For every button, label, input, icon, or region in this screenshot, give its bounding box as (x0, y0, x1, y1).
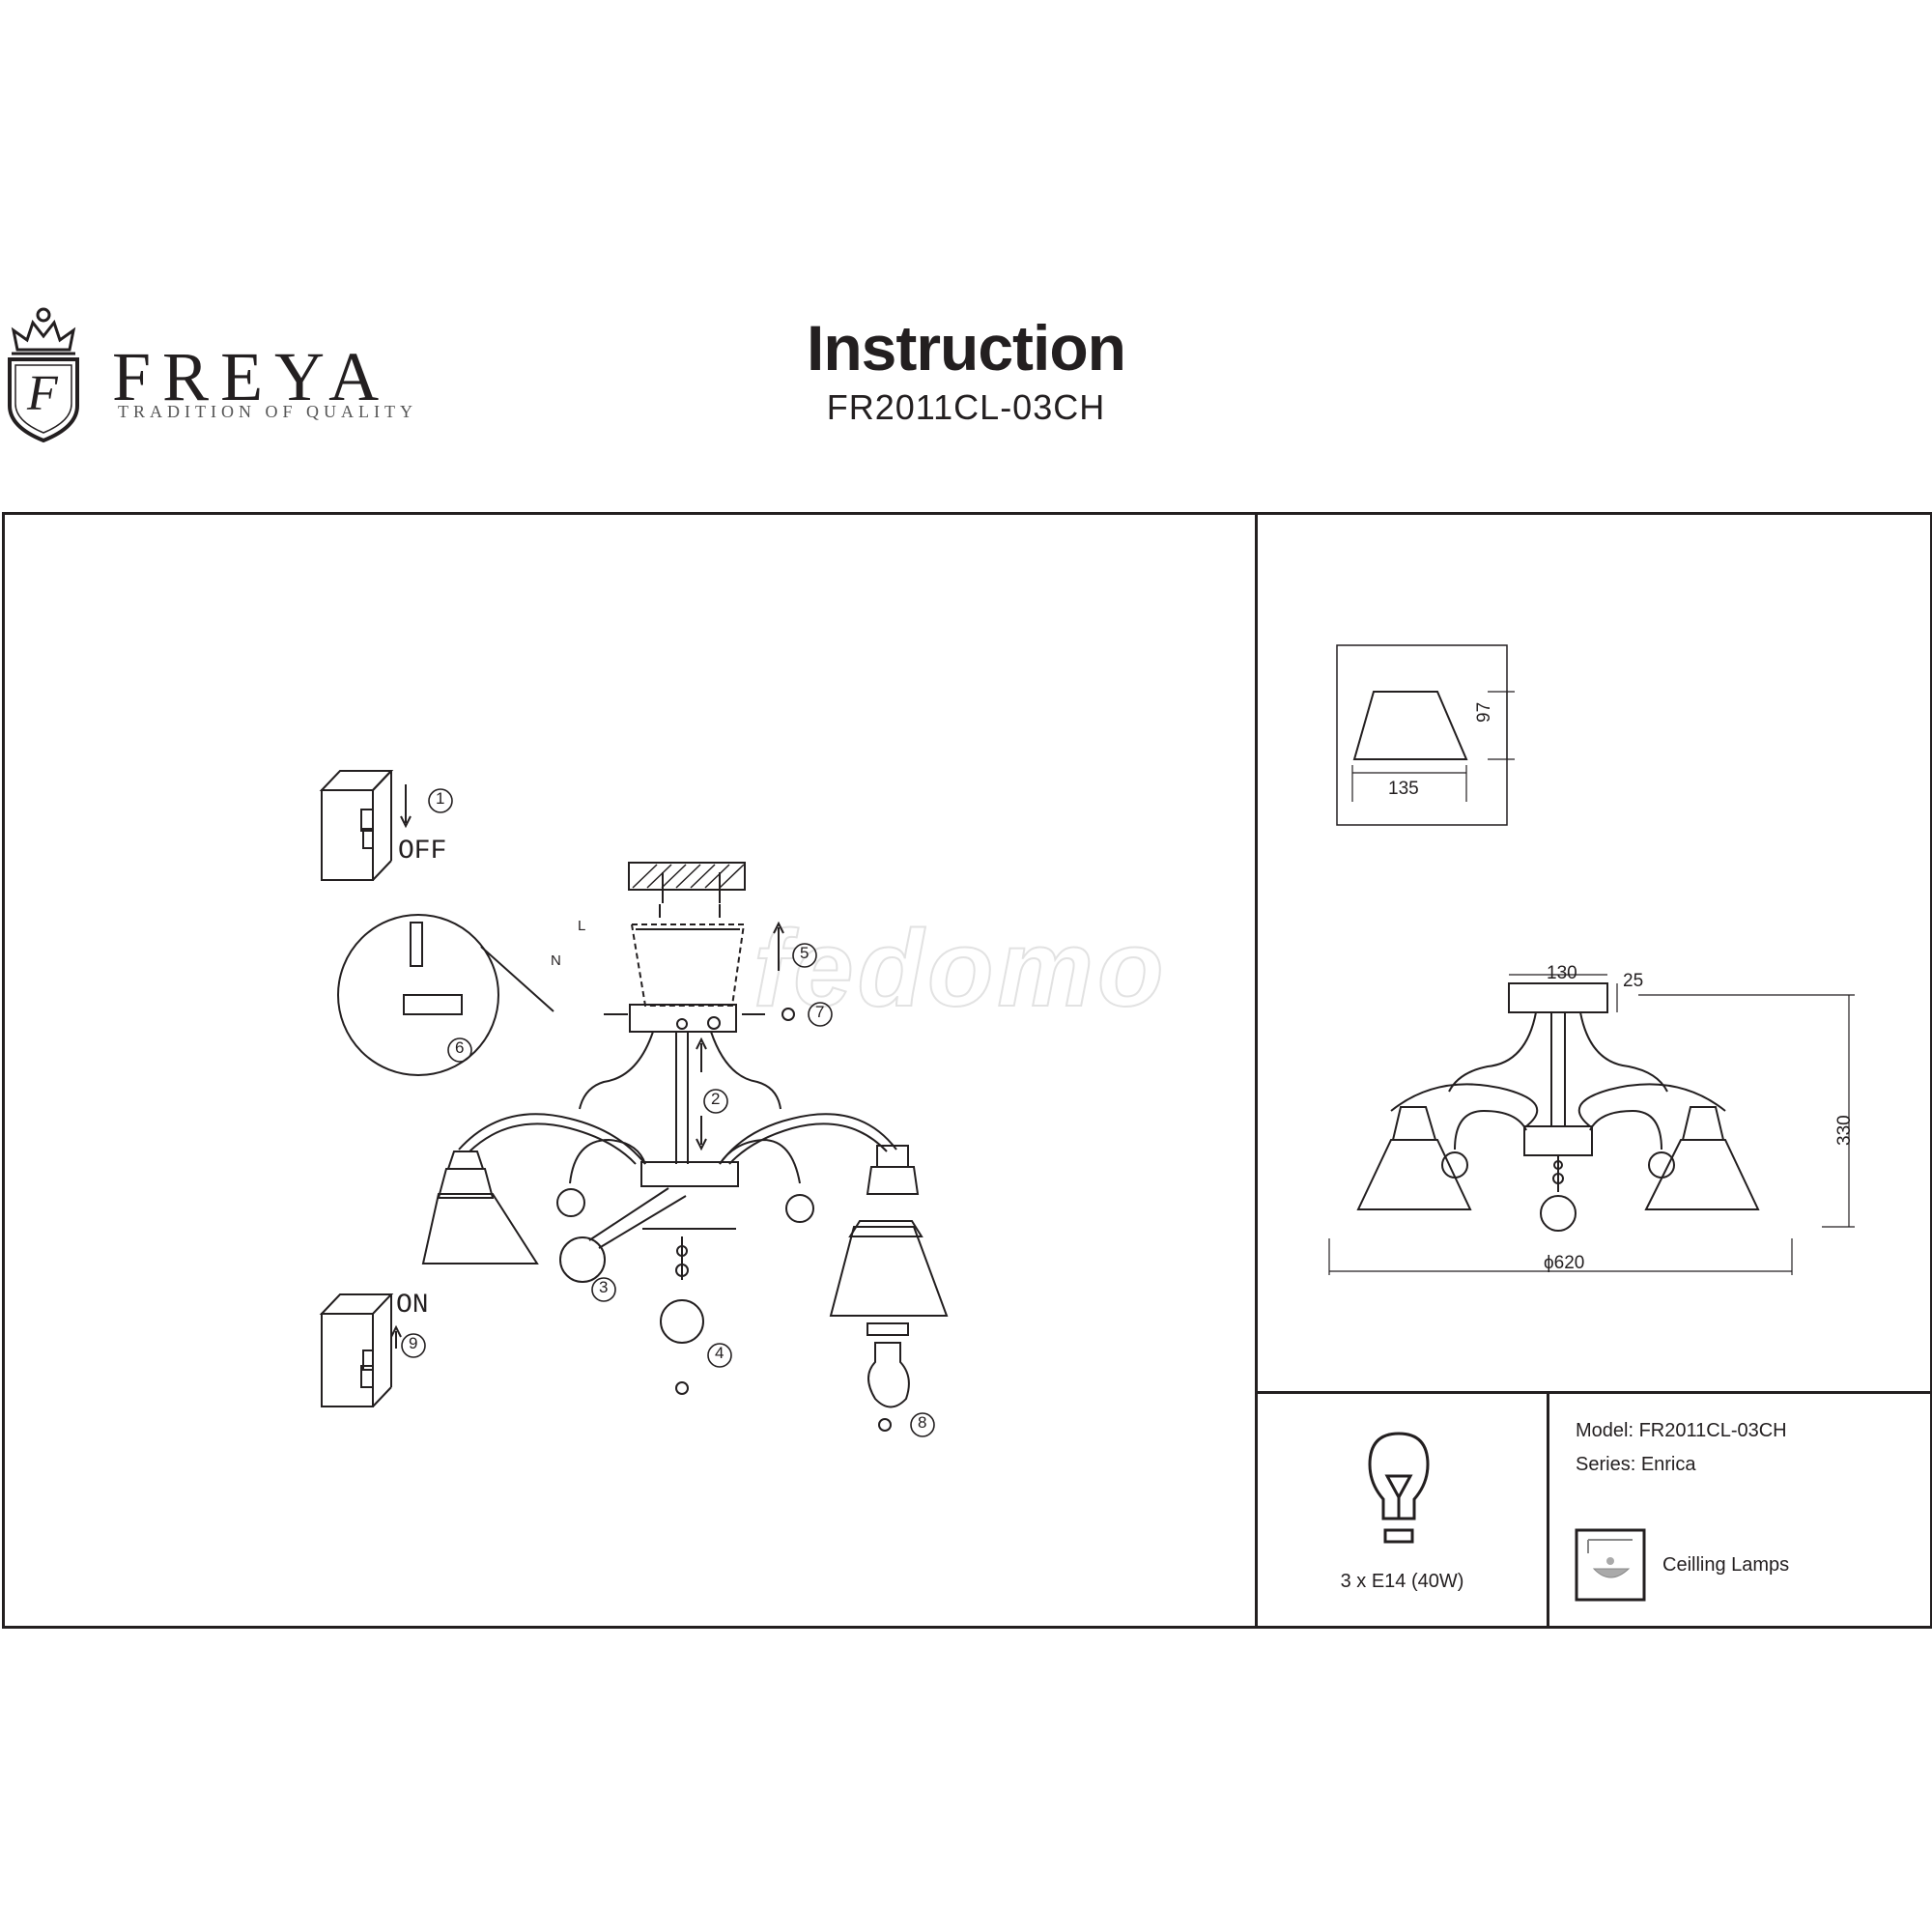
step-8-label: 8 (918, 1413, 927, 1432)
watermark: fedomo (753, 907, 1168, 1030)
step-2-label: 2 (711, 1090, 721, 1108)
logo-letter: F (27, 366, 58, 421)
switch-on-label: ON (396, 1291, 429, 1321)
switch-on-icon (319, 1293, 402, 1407)
model-value: FR2011CL-03CH (1638, 1420, 1787, 1441)
bulb-spec: 3 x E14 (40W) (1340, 1571, 1464, 1592)
series-label: Series: (1576, 1454, 1636, 1475)
shade-width-dimension: 135 (1388, 779, 1419, 799)
assembly-diagram (319, 770, 949, 1437)
specs-panel (1547, 1391, 1932, 1629)
total-height-dimension: 330 (1834, 1115, 1855, 1146)
page-title: Instruction (807, 312, 1126, 384)
page-subtitle-model: FR2011CL-03CH (826, 387, 1106, 427)
step-4-label: 4 (715, 1344, 724, 1362)
model-label: Model: (1576, 1420, 1634, 1441)
bulb-icon (1368, 1432, 1430, 1544)
brand-tagline: TRADITION OF QUALITY (118, 402, 417, 421)
ceiling-lamp-icon (1575, 1528, 1646, 1602)
step-6-label: 6 (455, 1038, 465, 1057)
step-5-label: 5 (800, 944, 810, 962)
model-row: Model: FR2011CL-03CH (1576, 1420, 1787, 1442)
shade-height-dimension: 97 (1474, 701, 1494, 723)
step-9-label: 9 (409, 1334, 418, 1352)
switch-off-icon (319, 770, 412, 881)
crest-icon (8, 307, 79, 443)
dimension-drawings (1328, 644, 1855, 1275)
step-7-label: 7 (815, 1003, 825, 1021)
brand-logo: F (4, 305, 83, 444)
series-row: Series: Enrica (1576, 1454, 1696, 1476)
diameter-dimension: ϕ620 (1544, 1253, 1585, 1273)
canopy-width-dimension: 130 (1547, 963, 1577, 983)
step-1-label: 1 (436, 789, 445, 808)
series-value: Enrica (1640, 1454, 1696, 1475)
wire-label-neutral: N (551, 952, 561, 969)
brand-name: FREYA (112, 338, 391, 415)
wire-label-live: L (578, 918, 586, 934)
switch-off-label: OFF (398, 837, 447, 867)
lamp-type-label: Ceilling Lamps (1662, 1554, 1790, 1576)
step-3-label: 3 (599, 1278, 609, 1296)
canopy-height-dimension: 25 (1623, 971, 1644, 991)
